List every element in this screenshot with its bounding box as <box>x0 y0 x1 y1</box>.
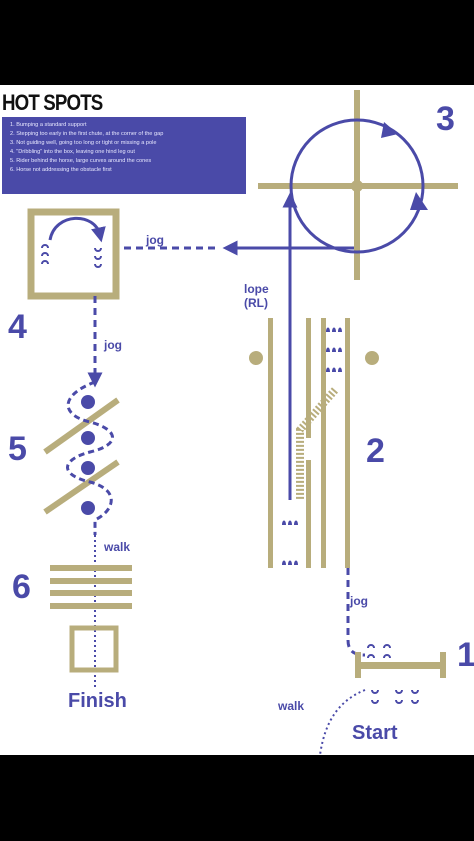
page-title: HOT SPOTS <box>2 90 103 115</box>
rule-item: 6. Horse not addressing the obstacle fir… <box>10 167 112 173</box>
rule-item: 3. Not guiding well, going too long or t… <box>10 140 157 146</box>
gait-label-jog-top: jog <box>146 233 164 247</box>
station-5-cones <box>81 395 95 515</box>
arrowhead-3a <box>381 122 398 138</box>
station-2-chute <box>249 318 379 568</box>
station-4-box <box>27 208 120 300</box>
box-hoofprints <box>41 244 102 268</box>
gait-label-lope: lope <box>244 282 269 296</box>
station-5-pole-b <box>43 459 120 515</box>
station-4-number: 4 <box>8 308 27 346</box>
station-6-number: 6 <box>12 568 31 606</box>
rule-item: 1. Bumping a standard support <box>10 122 87 128</box>
diagram-panel <box>0 85 474 755</box>
gait-label-jog-right: jog <box>350 594 368 608</box>
rule-item: 5. Rider behind the horse, large curves … <box>10 158 152 164</box>
gait-label-lope-lead: (RL) <box>244 296 268 310</box>
gait-label-jog-left: jog <box>104 338 122 352</box>
finish-box <box>69 625 119 673</box>
station-5-pole-a <box>43 397 120 455</box>
station-1-support <box>355 652 446 678</box>
chute-hoofprints <box>282 327 342 565</box>
chute-hatched-path <box>296 387 339 500</box>
start-hoofprints <box>367 644 419 704</box>
jog-dash-right <box>346 568 366 657</box>
rule-item: 2. Stepping too early in the first chute… <box>10 131 164 137</box>
station-3-number: 3 <box>436 100 455 138</box>
station-1-number: 1 <box>457 636 474 674</box>
rule-item: 4. "Dribbling" into the box, leaving one… <box>10 149 135 155</box>
station-2-number: 2 <box>366 432 385 470</box>
start-label: Start <box>352 722 398 744</box>
serpentine-path <box>66 380 114 535</box>
station-3-poles <box>258 90 458 280</box>
arrowhead-3b <box>410 192 428 210</box>
gait-label-walk-bottom: walk <box>278 699 305 713</box>
course-diagram <box>27 90 458 755</box>
station-6-bridge <box>50 565 132 609</box>
station-3-circle-path <box>289 118 425 254</box>
rules-box: 1. Bumping a standard support 2. Steppin… <box>2 117 246 194</box>
station-5-number: 5 <box>8 430 27 468</box>
finish-label: Finish <box>68 690 127 712</box>
gait-label-walk-left: walk <box>104 540 131 554</box>
box-turn-arrow <box>48 216 106 243</box>
